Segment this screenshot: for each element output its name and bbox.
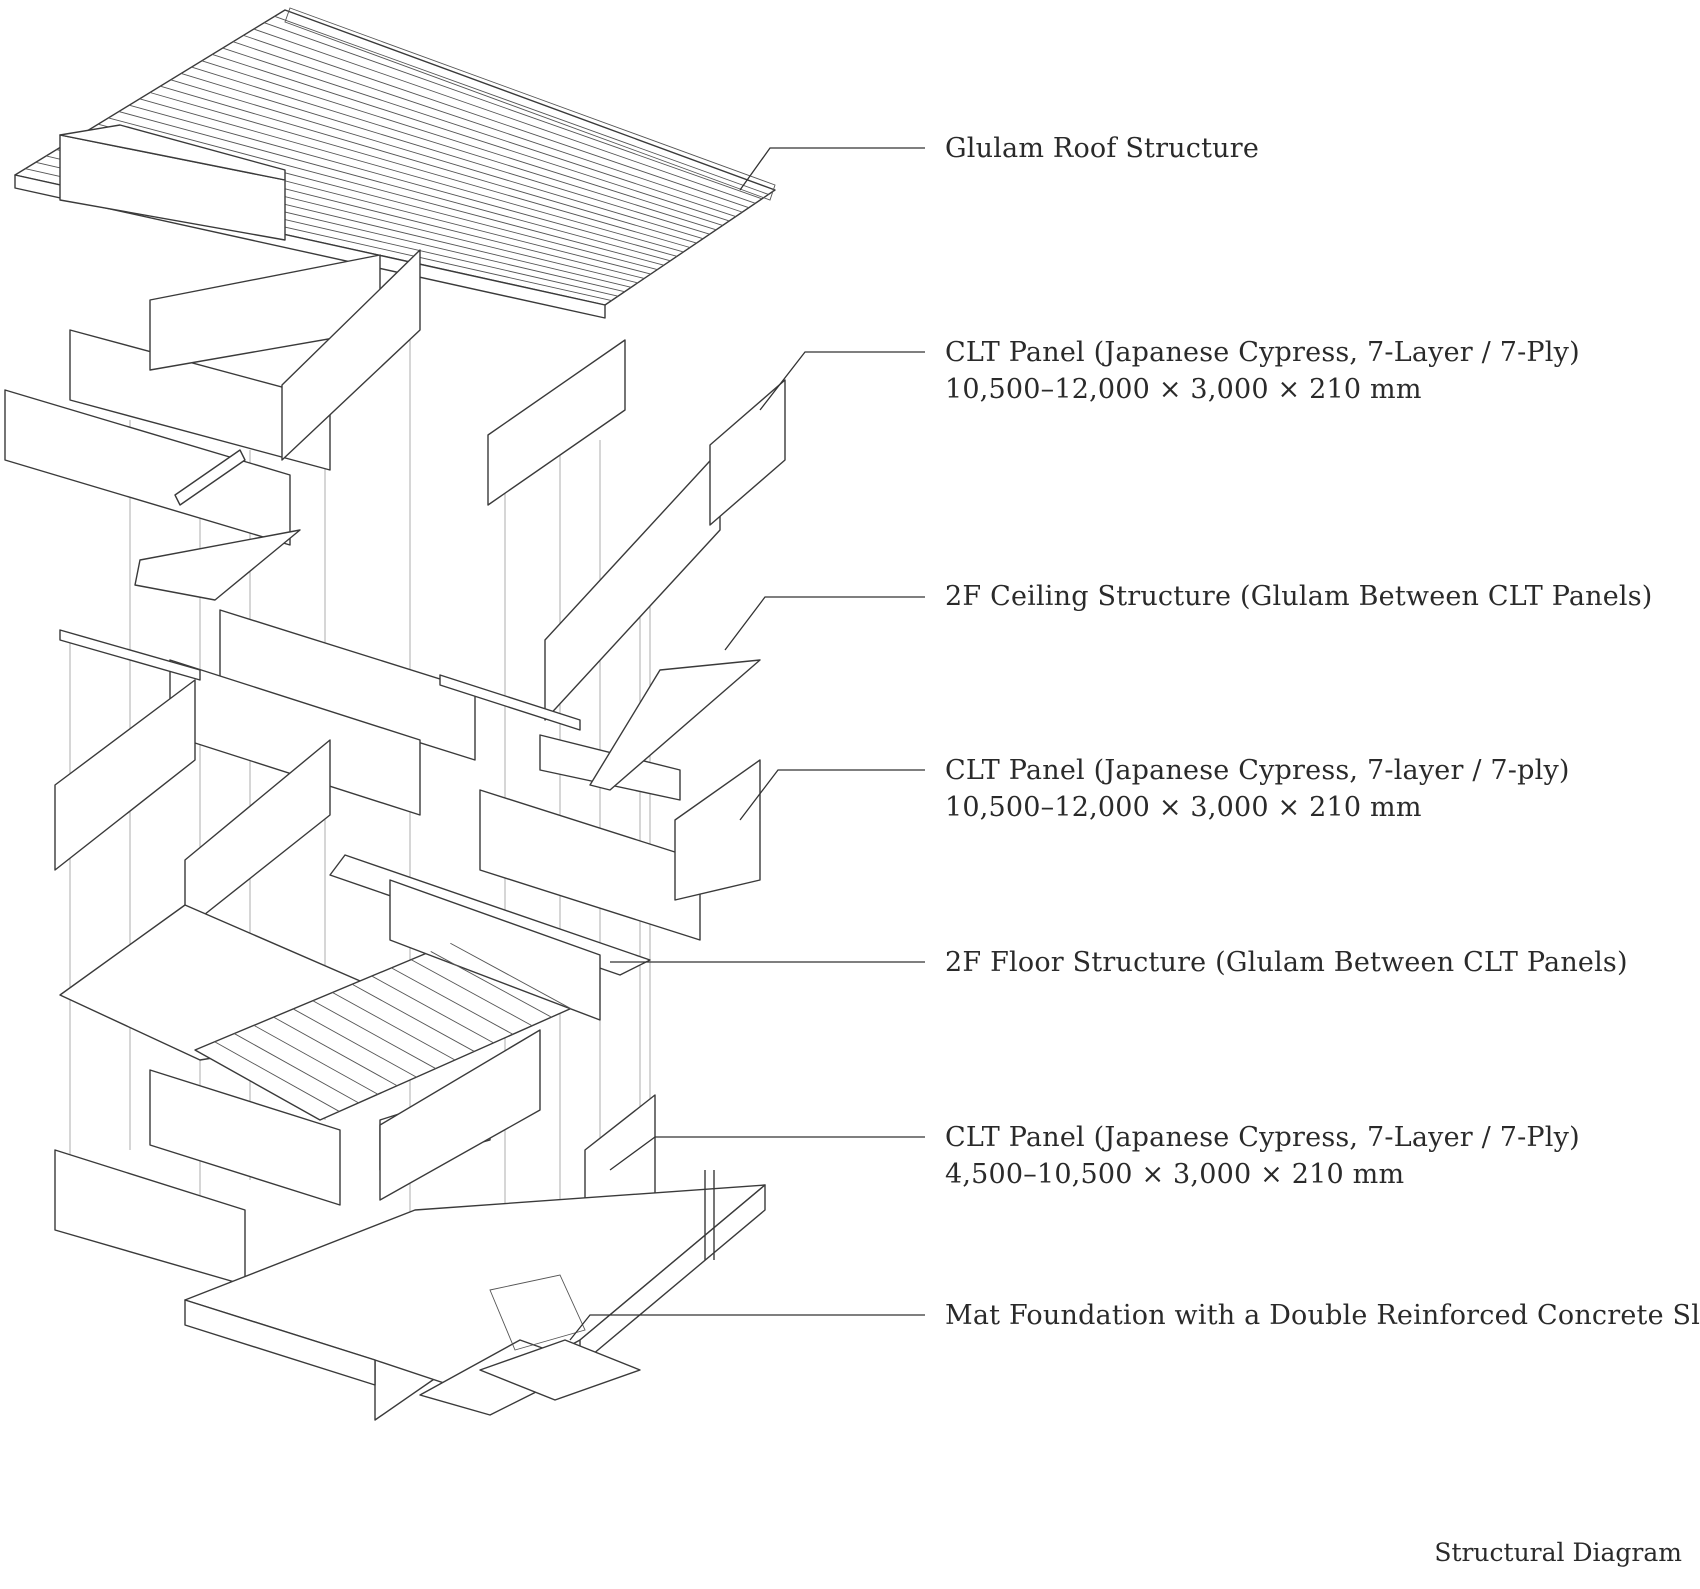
slat-line (181, 73, 710, 235)
label-mat-foundation: Mat Foundation with a Double Reinforced … (945, 1297, 1700, 1334)
slat-line (273, 1016, 398, 1087)
slat-line (129, 104, 678, 257)
slat-line (191, 66, 717, 231)
slat-line (232, 41, 743, 213)
label-clt-upper-line1: CLT Panel (Japanese Cypress, 7-Layer / 7… (945, 337, 1580, 368)
label-2f-floor: 2F Floor Structure (Glulam Between CLT P… (945, 944, 1628, 981)
slat-line (391, 967, 514, 1035)
label-clt-upper-line2: 10,500–12,000 × 3,000 × 210 mm (945, 374, 1422, 405)
label-glulam-roof-text: Glulam Roof Structure (945, 133, 1260, 164)
slat-line (149, 92, 691, 248)
slat-line (410, 959, 533, 1027)
slat-line (292, 1008, 417, 1078)
slat-line (312, 1000, 436, 1069)
slat-line (108, 117, 664, 266)
slat-line (160, 85, 697, 244)
label-clt-lower-line2: 4,500–10,500 × 3,000 × 210 mm (945, 1159, 1405, 1190)
slat-line (371, 975, 494, 1044)
slat-line (351, 983, 475, 1052)
slat-line (201, 60, 723, 226)
slat-line (253, 1024, 379, 1095)
diagram-caption: Structural Diagram (1434, 1538, 1682, 1567)
label-2f-floor-text: 2F Floor Structure (Glulam Between CLT P… (945, 947, 1628, 978)
slat-line (170, 79, 704, 240)
slat-line (118, 111, 671, 262)
slat-line (450, 942, 571, 1009)
slat-line (274, 15, 769, 195)
2f-floor-structure (59, 854, 651, 1171)
slat-line (234, 1033, 359, 1104)
label-clt-upper: CLT Panel (Japanese Cypress, 7-Layer / 7… (945, 334, 1580, 408)
middle-clt-panels (54, 609, 761, 941)
slat-line (253, 28, 756, 204)
label-clt-middle-line1: CLT Panel (Japanese Cypress, 7-layer / 7… (945, 755, 1570, 786)
label-clt-middle-line2: 10,500–12,000 × 3,000 × 210 mm (945, 792, 1422, 823)
leader-lines (569, 147, 925, 1341)
label-clt-middle: CLT Panel (Japanese Cypress, 7-layer / 7… (945, 752, 1570, 826)
upper-clt-panels (4, 249, 786, 721)
mat-foundation (184, 1170, 766, 1416)
label-2f-ceiling: 2F Ceiling Structure (Glulam Between CLT… (945, 578, 1653, 615)
glulam-roof-structure (14, 7, 776, 319)
label-glulam-roof: Glulam Roof Structure (945, 130, 1259, 167)
label-2f-ceiling-text: 2F Ceiling Structure (Glulam Between CLT… (945, 581, 1653, 612)
slat-line (243, 34, 749, 209)
slat-line (214, 1041, 340, 1112)
slat-line (139, 98, 684, 253)
slat-line (332, 992, 456, 1061)
label-clt-lower: CLT Panel (Japanese Cypress, 7-Layer / 7… (945, 1119, 1580, 1193)
slat-line (212, 53, 730, 222)
slat-line (430, 951, 552, 1018)
slat-line (264, 22, 763, 200)
label-mat-foundation-text: Mat Foundation with a Double Reinforced … (945, 1300, 1700, 1331)
slat-line (222, 47, 736, 217)
label-clt-lower-line1: CLT Panel (Japanese Cypress, 7-Layer / 7… (945, 1122, 1580, 1153)
